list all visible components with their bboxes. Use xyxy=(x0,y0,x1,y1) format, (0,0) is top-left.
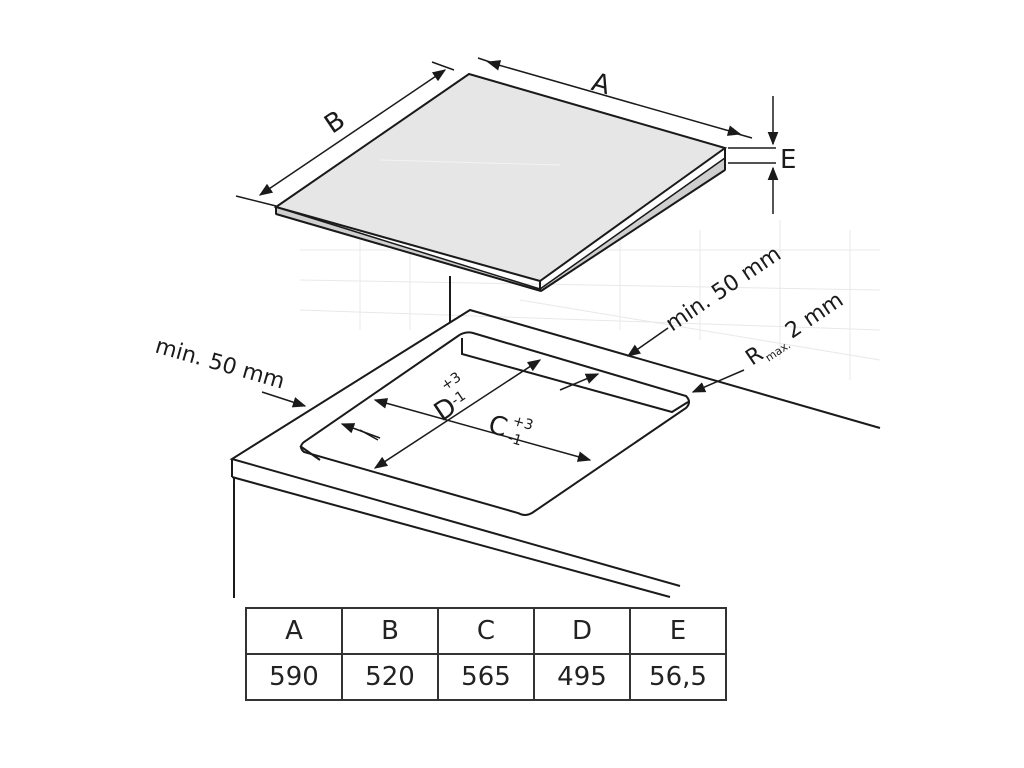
dim-b-line xyxy=(258,69,447,196)
label-c-letter: C xyxy=(485,410,511,444)
table-value-cell: 495 xyxy=(533,653,631,701)
label-d: D +3 -1 xyxy=(429,369,469,427)
label-min-right: min. 50 mm xyxy=(661,242,786,337)
label-e: E xyxy=(780,145,796,175)
table-header-row: A B C D E xyxy=(245,607,727,655)
table-header-cell: B xyxy=(341,607,439,655)
label-radius-value: 2 mm xyxy=(781,288,848,344)
label-c-plus: +3 xyxy=(511,413,535,434)
table-value-cell: 590 xyxy=(245,653,343,701)
label-b: B xyxy=(319,105,351,140)
dimension-table: A B C D E 590 520 565 495 56,5 xyxy=(245,607,727,701)
dim-min-right-arrow xyxy=(626,327,669,357)
label-radius-sub: max. xyxy=(763,338,793,364)
table-value-cell: 56,5 xyxy=(629,653,727,701)
dim-d-line xyxy=(559,373,600,391)
hob xyxy=(273,72,728,292)
table-value-row: 590 520 565 495 56,5 xyxy=(245,653,727,701)
table-header-cell: D xyxy=(533,607,631,655)
label-radius: R max. 2 mm xyxy=(741,288,848,371)
dim-radius-arrow xyxy=(691,369,745,393)
dim-c-line-lower xyxy=(373,359,542,469)
label-c: C +3 -1 xyxy=(485,410,535,450)
label-min-left: min. 50 mm xyxy=(152,334,287,395)
table-header-cell: A xyxy=(245,607,343,655)
table-value-cell: 565 xyxy=(437,653,535,701)
worktop xyxy=(229,276,881,598)
worktop-cutout xyxy=(299,331,690,516)
table-header-cell: E xyxy=(629,607,727,655)
dim-min-left-arrow xyxy=(261,391,307,408)
background-grid xyxy=(299,220,881,380)
dim-a-line xyxy=(486,60,742,136)
label-c-minus: -1 xyxy=(506,430,524,449)
table-header-cell: C xyxy=(437,607,535,655)
dim-c-line xyxy=(373,398,592,462)
dimension-lines xyxy=(235,57,779,469)
table-value-cell: 520 xyxy=(341,653,439,701)
